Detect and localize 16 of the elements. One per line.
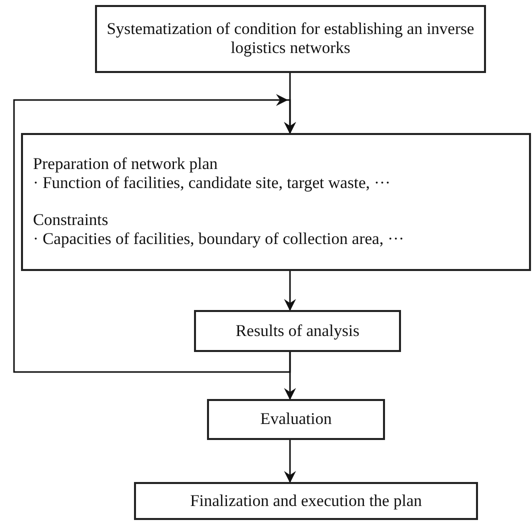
process-box	[95, 5, 486, 73]
section-heading: Preparation of network plan	[33, 155, 218, 174]
arrow	[284, 440, 296, 483]
bullet-text: · Capacities of facilities, boundary of collection area, ···	[33, 230, 404, 249]
box-label: Finalization and execution the plan	[190, 492, 422, 510]
box-label: Systematization of condition for establishing an inverse logistics networks	[106, 20, 476, 58]
feedback-arrow	[13, 94, 296, 373]
process-box	[134, 482, 478, 520]
process-box	[194, 310, 401, 352]
process-box	[207, 399, 385, 440]
arrow	[284, 271, 296, 311]
box-label: Evaluation	[260, 410, 332, 429]
bullet-text: · Function of facilities, candidate site, target waste, ···	[33, 174, 391, 193]
process-box	[21, 133, 531, 271]
box-label: Results of analysis	[236, 322, 360, 340]
section-heading: Constraints	[33, 211, 108, 230]
